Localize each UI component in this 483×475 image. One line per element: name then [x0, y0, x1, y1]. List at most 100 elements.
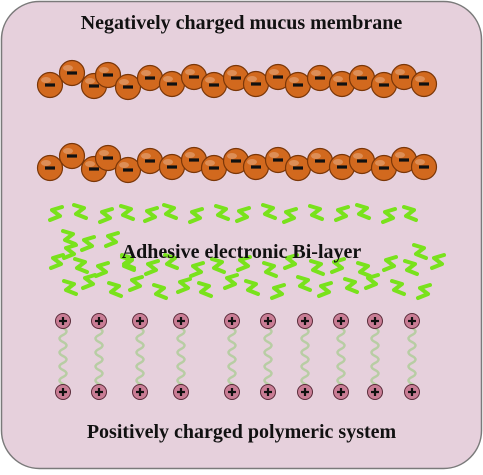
negative-bead — [58, 59, 86, 87]
adhesive-squiggle — [120, 253, 136, 270]
top-label: Negatively charged mucus membrane — [80, 12, 403, 34]
positive-bead — [333, 313, 349, 329]
adhesive-squiggle — [119, 204, 135, 221]
negative-bead — [390, 146, 418, 174]
negative-bead — [158, 153, 186, 181]
positive-polymer-chain — [132, 313, 148, 400]
adhesive-squiggle — [223, 273, 239, 290]
positive-bead — [367, 313, 383, 329]
adhesive-squiggle — [162, 203, 178, 220]
positive-polymer-chain — [55, 313, 71, 400]
adhesive-squiggle — [210, 257, 226, 274]
positive-polymer-chain — [224, 313, 240, 400]
positive-bead — [367, 384, 383, 400]
adhesive-squiggle — [197, 281, 213, 298]
negative-bead — [200, 154, 228, 182]
adhesive-squiggle — [61, 229, 77, 246]
adhesive-squiggle — [81, 273, 97, 290]
positive-bead — [91, 313, 107, 329]
negative-bead — [284, 154, 312, 182]
negative-bead — [222, 64, 250, 92]
bottom-label: Positively charged polymeric system — [86, 421, 397, 443]
adhesive-squiggle — [236, 255, 252, 272]
adhesive-squiggle — [214, 204, 230, 221]
positive-polymer-chain — [297, 313, 313, 400]
adhesive-squiggle — [261, 203, 277, 220]
adhesive-squiggle — [283, 253, 299, 270]
positive-bead — [55, 313, 71, 329]
adhesive-squiggle — [390, 279, 406, 296]
positive-bead — [173, 313, 189, 329]
positive-bead — [260, 384, 276, 400]
negative-bead — [94, 61, 122, 89]
negative-bead — [284, 71, 312, 99]
positive-polymer-chain — [333, 313, 349, 400]
adhesive-squiggle — [49, 253, 65, 270]
middle-label: Adhesive electronic Bi-layer — [121, 241, 362, 263]
positive-polymer-chain — [173, 313, 189, 400]
adhesive-squiggle — [355, 203, 371, 220]
positive-bead — [91, 384, 107, 400]
positive-bead — [297, 313, 313, 329]
negative-bead — [114, 156, 142, 184]
adhesive-squiggle — [98, 207, 114, 224]
positive-bead — [260, 313, 276, 329]
adhesive-squiggle — [308, 204, 324, 221]
adhesive-squiggle — [144, 259, 160, 276]
adhesive-squiggle — [382, 255, 398, 272]
positive-bead — [333, 384, 349, 400]
adhesive-squiggle — [94, 261, 110, 278]
adhesive-squiggle — [412, 243, 428, 260]
adhesive-squiggle — [270, 283, 286, 300]
positive-polymer-chain — [367, 313, 383, 400]
adhesive-squiggle — [296, 275, 312, 292]
adhesive-squiggle — [104, 231, 120, 248]
positive-bead — [173, 384, 189, 400]
adhesive-squiggle — [72, 203, 88, 220]
positive-bead — [404, 384, 420, 400]
adhesive-squiggle — [402, 205, 418, 222]
negative-chain-row-1 — [36, 59, 438, 101]
negative-bead — [58, 142, 86, 170]
adhesive-squiggle — [143, 206, 159, 223]
negative-bead — [114, 73, 142, 101]
adhesive-squiggle — [163, 253, 179, 270]
adhesive-bilayer-squiggles — [48, 203, 446, 300]
adhesive-squiggle — [356, 261, 372, 278]
negative-bead — [36, 71, 64, 99]
negative-bead — [242, 70, 270, 98]
negative-bead — [348, 147, 376, 175]
adhesive-squiggle — [430, 253, 446, 270]
adhesive-squiggle — [364, 273, 380, 290]
positive-polymer-chain — [404, 313, 420, 400]
positive-bead — [224, 384, 240, 400]
negative-bead — [136, 64, 164, 92]
adhesive-squiggle — [188, 207, 204, 224]
adhesive-squiggle — [330, 257, 346, 274]
adhesive-squiggle — [403, 259, 419, 276]
negative-bead — [200, 71, 228, 99]
negative-bead — [328, 70, 356, 98]
adhesive-squiggle — [80, 235, 96, 252]
adhesive-squiggle — [62, 243, 78, 260]
adhesive-squiggle — [317, 281, 333, 298]
negative-bead — [36, 154, 64, 182]
positive-bead — [55, 384, 71, 400]
positive-bead — [224, 313, 240, 329]
positive-bead — [132, 313, 148, 329]
negative-bead — [410, 70, 438, 98]
negative-bead — [370, 71, 398, 99]
adhesive-squiggle — [62, 279, 78, 296]
adhesive-squiggle — [128, 275, 144, 292]
negative-bead — [158, 70, 186, 98]
negative-bead — [222, 147, 250, 175]
negative-bead — [264, 146, 292, 174]
positive-bead — [297, 384, 313, 400]
negative-bead — [348, 64, 376, 92]
adhesive-squiggle — [152, 283, 168, 300]
positive-polymer-chain — [260, 313, 276, 400]
negative-bead — [180, 146, 208, 174]
positive-bead — [132, 384, 148, 400]
